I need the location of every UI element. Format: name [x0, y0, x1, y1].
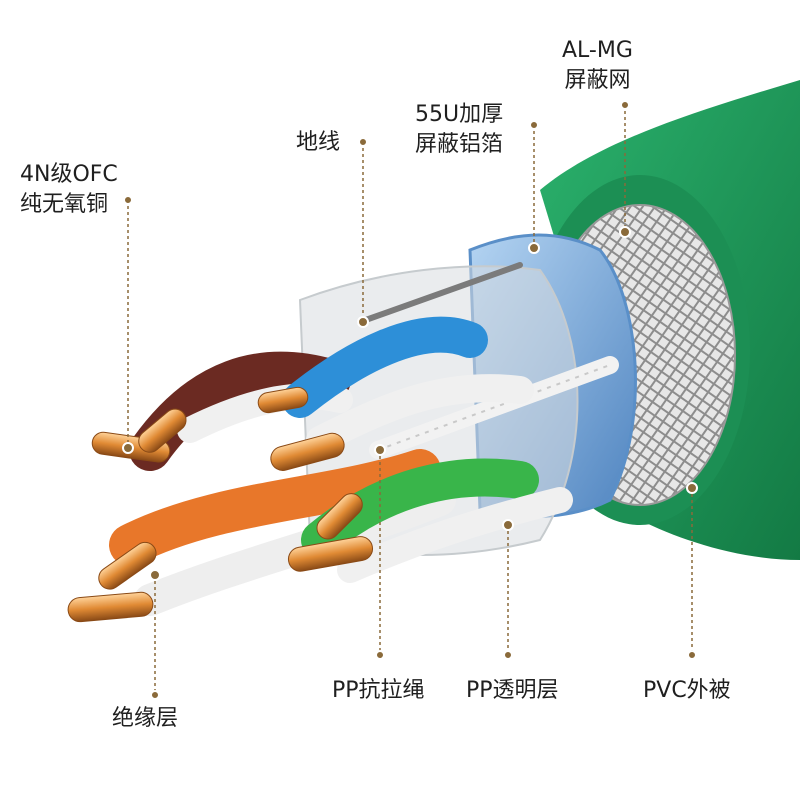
label-transparent: PP透明层	[466, 676, 559, 706]
copper-conductors	[67, 386, 374, 623]
label-jacket-line1: PVC外被	[643, 678, 731, 703]
dot-jacket	[686, 482, 698, 494]
label-insulation: 绝缘层	[112, 704, 178, 734]
dot-rope-bottom	[375, 650, 385, 660]
leader-dots	[122, 100, 698, 700]
dot-foil-top	[529, 120, 539, 130]
dot-transparent-bottom	[503, 650, 513, 660]
label-ofc-line2: 纯无氧铜	[20, 192, 109, 217]
dot-ofc	[122, 442, 134, 454]
dot-ofc-top	[123, 195, 133, 205]
label-ground-line1: 地线	[296, 130, 341, 155]
dot-insulation	[149, 569, 161, 581]
label-rope: PP抗拉绳	[332, 676, 425, 706]
leader-lines	[127, 105, 693, 695]
dot-ground	[357, 316, 369, 328]
dot-jacket-bottom	[687, 650, 697, 660]
label-foil-line1: 55U加厚	[415, 102, 504, 127]
label-insulation-line1: 绝缘层	[112, 706, 179, 731]
dot-ground-top	[358, 137, 368, 147]
dot-mesh-top	[620, 100, 630, 110]
blue-pair	[282, 316, 534, 454]
dot-insulation-bottom	[150, 690, 160, 700]
dot-mesh	[619, 226, 631, 238]
label-transparent-line1: PP透明层	[466, 678, 559, 703]
label-mesh-line2: 屏蔽网	[564, 68, 631, 93]
label-rope-line1: PP抗拉绳	[332, 678, 425, 703]
label-ofc-line1: 4N级OFC	[20, 162, 118, 187]
label-mesh: AL-MG 屏蔽网	[562, 36, 633, 96]
dot-transparent	[502, 519, 514, 531]
dot-rope	[374, 444, 386, 456]
dot-foil	[528, 242, 540, 254]
label-foil: 55U加厚 屏蔽铝箔	[415, 100, 503, 160]
label-ground: 地线	[296, 128, 340, 158]
label-mesh-line1: AL-MG	[562, 38, 633, 63]
label-jacket: PVC外被	[643, 676, 731, 706]
label-ofc: 4N级OFC 纯无氧铜	[20, 160, 118, 220]
label-foil-line2: 屏蔽铝箔	[415, 132, 504, 157]
ground-wire	[357, 262, 523, 325]
